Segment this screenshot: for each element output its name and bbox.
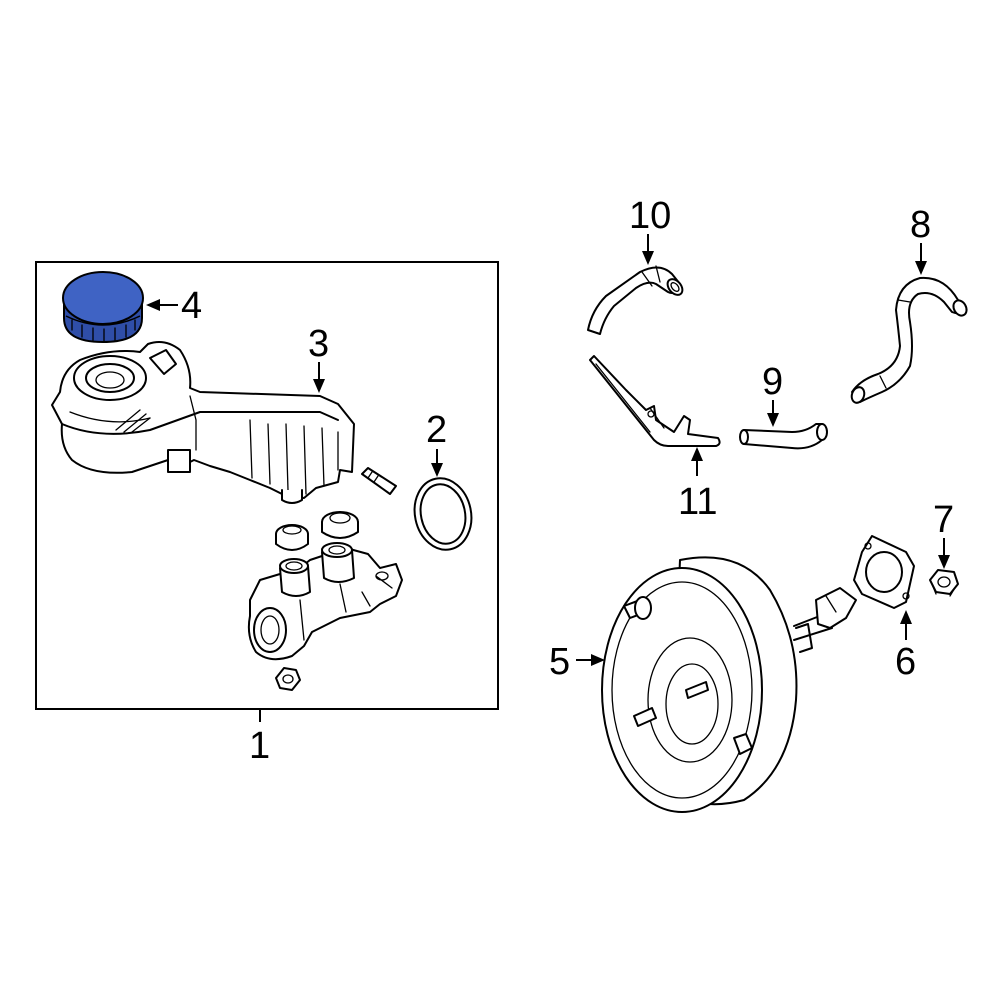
callout-9-arrow — [767, 400, 779, 427]
callout-5: 5 — [549, 641, 570, 683]
callout-7-arrow — [938, 538, 950, 569]
hose-bracket-11[interactable] — [589, 355, 721, 447]
callout-2-arrow — [431, 449, 443, 477]
callout-11: 11 — [678, 481, 717, 523]
callout-3: 3 — [308, 323, 329, 365]
booster-nut[interactable] — [929, 569, 959, 597]
callout-1: 1 — [249, 725, 270, 767]
callout-11-arrow — [691, 447, 703, 476]
booster-stud-left — [633, 707, 657, 727]
reservoir-cap[interactable] — [62, 271, 144, 344]
callout-6-arrow — [900, 610, 912, 640]
master-cylinder[interactable] — [247, 542, 403, 661]
callout-8: 8 — [910, 204, 931, 246]
vacuum-hose-9[interactable] — [739, 423, 828, 450]
callout-4-arrow — [146, 299, 178, 311]
grommet-left — [275, 524, 309, 551]
cylinder-nut — [275, 667, 301, 691]
callout-2: 2 — [426, 409, 447, 451]
callout-5-arrow — [576, 654, 605, 666]
reservoir-pin — [361, 467, 397, 495]
brake-booster[interactable] — [601, 556, 857, 813]
vacuum-hose-10[interactable] — [587, 265, 685, 335]
callout-7: 7 — [933, 499, 954, 541]
assembly-box — [35, 261, 499, 710]
callout-6: 6 — [895, 641, 916, 683]
callout-10: 10 — [629, 195, 671, 237]
booster-gasket[interactable] — [853, 535, 915, 609]
grommet-right — [321, 511, 359, 539]
booster-clip — [733, 733, 753, 755]
booster-stud-center — [685, 681, 709, 699]
callout-10-arrow — [642, 234, 654, 265]
callout-9: 9 — [762, 361, 783, 403]
callout-3-arrow — [313, 362, 325, 393]
booster-stud-upper — [623, 596, 652, 620]
callout-4: 4 — [181, 285, 202, 327]
brake-fluid-reservoir[interactable] — [51, 341, 355, 504]
callout-8-arrow — [915, 243, 927, 275]
vacuum-hose-8[interactable] — [850, 276, 970, 405]
o-ring[interactable] — [408, 473, 478, 555]
